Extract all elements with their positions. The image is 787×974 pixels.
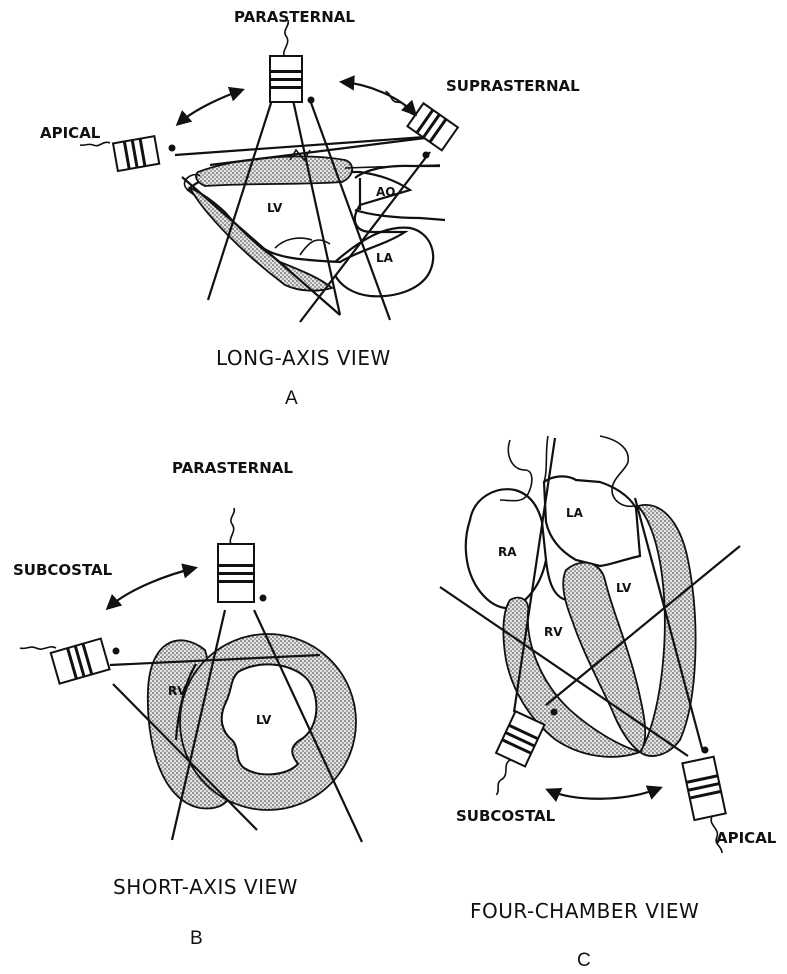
panel-letter-b: B: [190, 928, 203, 949]
chamber-rv-c: RV: [544, 625, 563, 639]
chamber-la-a: LA: [376, 251, 394, 265]
label-suprasternal: SUPRASTERNAL: [446, 77, 580, 95]
subcostal-probe-b: [51, 639, 110, 684]
panel-letter-c: C: [577, 950, 591, 971]
chamber-la-c: LA: [566, 506, 584, 520]
panel-letter-a: A: [285, 388, 298, 409]
label-subcostal-c: SUBCOSTAL: [456, 807, 556, 825]
anterior-wall: [196, 156, 352, 186]
label-apical-a: APICAL: [40, 124, 101, 142]
chamber-lv-c: LV: [616, 581, 632, 595]
chamber-ra-c: RA: [498, 545, 517, 559]
label-parasternal-a: PARASTERNAL: [234, 8, 355, 26]
apical-probe-a: [113, 136, 159, 171]
subcostal-probe-c: [480, 711, 545, 801]
label-apical-c: APICAL: [716, 829, 777, 847]
caption-short-axis: SHORT-AXIS VIEW: [113, 875, 298, 899]
panel-c-four-chamber: SUBCOSTAL APICAL LA RA LV RV FOUR-CHAMBE…: [440, 436, 777, 971]
chamber-lv-a: LV: [267, 201, 283, 215]
chamber-ao-a: AO: [376, 185, 396, 199]
caption-four-chamber: FOUR-CHAMBER VIEW: [470, 899, 699, 923]
caption-long-axis: LONG-AXIS VIEW: [216, 346, 391, 370]
parasternal-probe-a: [270, 20, 315, 104]
rotation-arrow-b: [108, 568, 195, 608]
rotation-arrow-c: [548, 788, 660, 799]
panel-b-short-axis: PARASTERNAL SUBCOSTAL RV LV SHORT-AXIS V…: [13, 459, 362, 949]
label-subcostal-b: SUBCOSTAL: [13, 561, 113, 579]
rotation-arrow-right: [342, 82, 415, 114]
panel-a-long-axis: PARASTERNAL SUPRASTERNAL APICAL LV AO LA…: [40, 8, 580, 409]
parasternal-probe-b: [218, 508, 267, 602]
long-axis-heart: [184, 150, 445, 296]
chamber-lv-b: LV: [256, 713, 272, 727]
rotation-arrow-left: [178, 90, 242, 124]
chamber-rv-b: RV: [168, 684, 187, 698]
label-parasternal-b: PARASTERNAL: [172, 459, 293, 477]
